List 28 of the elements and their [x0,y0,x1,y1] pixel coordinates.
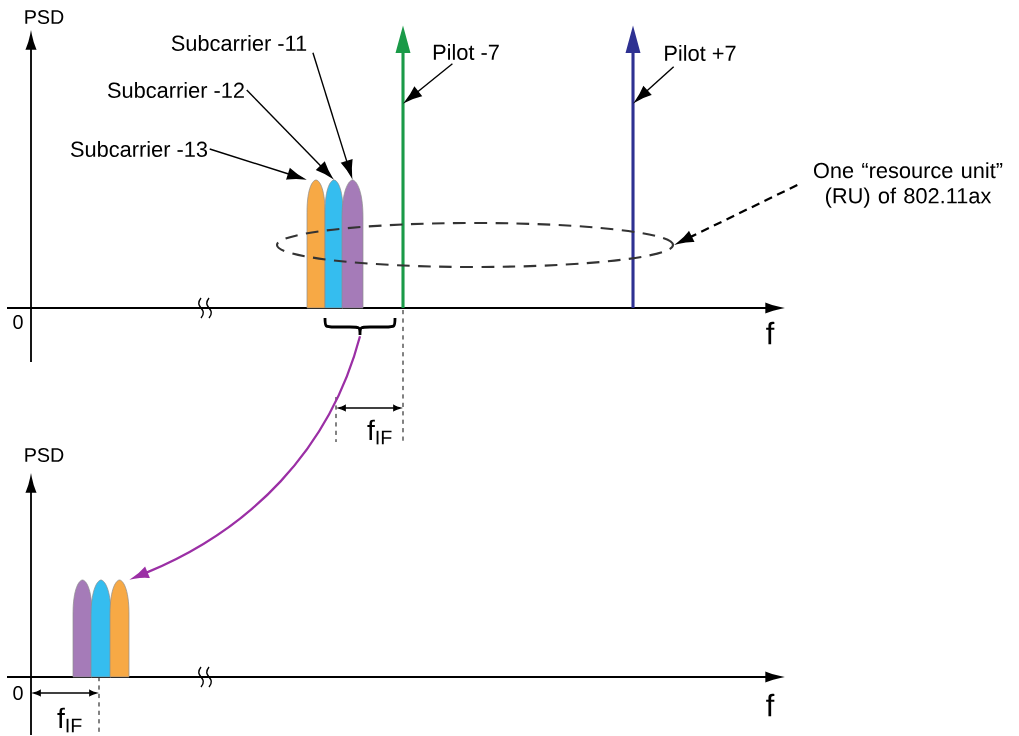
callout-text: Pilot -7 [433,44,499,60]
subcarrier-lobe [324,179,344,309]
leader-line [634,66,675,103]
subcarrier-lobe [109,579,130,678]
callout-text: One “resource unit” (RU) of 802.11ax [813,162,1003,208]
axis-label: PSD [25,448,64,462]
subcarrier-lobe [341,179,364,309]
callout-text: Subcarrier -13 [70,141,208,157]
axis-label: 0 [13,686,23,700]
leader-line [209,148,305,180]
subcarrier-lobe [72,579,93,678]
curly-brace [323,317,397,337]
subcarrier-lobe [306,179,326,309]
axis-label: 0 [13,315,23,329]
axis-label: f$_{IF}$ [57,707,82,733]
axis-label: f [766,693,775,717]
leader-line [246,89,333,178]
dashed-ellipse [275,221,675,269]
axis-label: PSD [25,10,64,24]
callout-text: Subcarrier -12 [107,82,244,98]
leader-line [312,51,353,178]
callout-text: Pilot +7 [665,45,736,61]
subcarrier-lobe [90,579,112,678]
leader-line [677,184,798,244]
callout-text: Subcarrier -11 [171,35,307,51]
axis-label: f$_{IF}$ [367,419,392,445]
axis-label: f [766,321,775,345]
leader-line [404,62,454,103]
